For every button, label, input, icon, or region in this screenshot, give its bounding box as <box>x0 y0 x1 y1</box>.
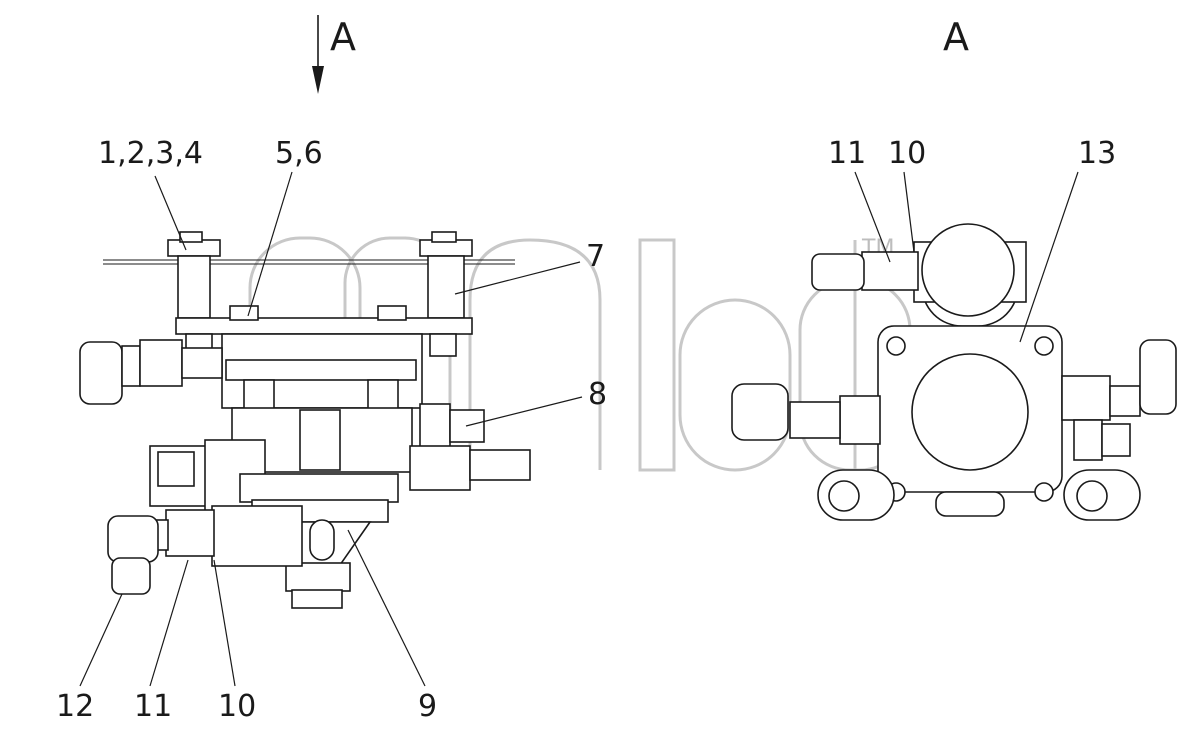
callout-10-right: 10 <box>888 136 926 171</box>
view-label-left: A <box>330 15 356 59</box>
callout-5-6: 5,6 <box>275 136 323 171</box>
callout-leaders <box>79 171 1079 687</box>
callout-8: 8 <box>588 377 607 412</box>
callout-11-left: 11 <box>134 689 172 724</box>
callout-13: 13 <box>1078 136 1116 171</box>
view-arrow <box>312 15 324 94</box>
callout-7: 7 <box>586 239 605 274</box>
callout-1-2-3-4: 1,2,3,4 <box>98 136 203 171</box>
right-assembly <box>731 223 1177 521</box>
callout-9: 9 <box>418 689 437 724</box>
callout-11-right: 11 <box>828 136 866 171</box>
callout-12: 12 <box>56 689 94 724</box>
left-assembly <box>79 231 531 609</box>
view-label-right: A <box>943 15 969 59</box>
callout-10-left: 10 <box>218 689 256 724</box>
